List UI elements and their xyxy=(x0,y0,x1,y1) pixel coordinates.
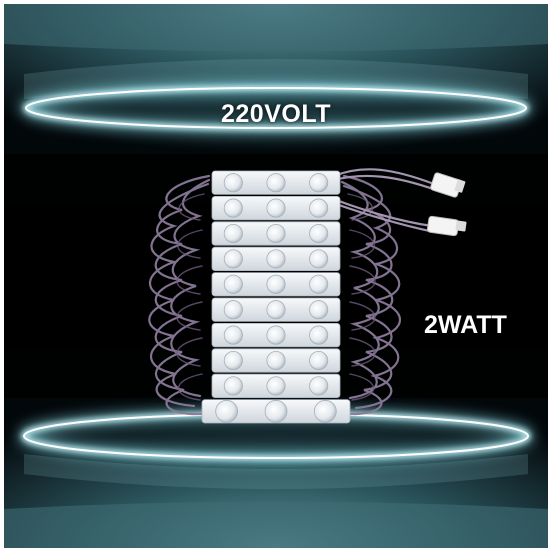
led-lens xyxy=(309,376,329,396)
wattage-label: 2WATT xyxy=(424,311,507,339)
led-lens xyxy=(266,173,286,193)
led-lens xyxy=(223,249,243,269)
wire-bundle xyxy=(148,168,438,416)
plug-connector-top xyxy=(430,172,466,198)
led-lens xyxy=(266,198,286,218)
plug-connector-bottom xyxy=(426,215,467,237)
led-lens xyxy=(309,173,329,193)
led-module xyxy=(211,246,341,271)
led-lens xyxy=(223,274,243,294)
led-lens xyxy=(266,223,286,244)
led-lens xyxy=(223,350,243,371)
led-module xyxy=(211,170,341,195)
led-module xyxy=(211,272,341,297)
led-module xyxy=(211,195,341,221)
led-module-stack xyxy=(201,170,351,424)
led-lens xyxy=(215,399,239,423)
led-lens xyxy=(309,274,329,294)
led-lens xyxy=(266,376,286,396)
led-lens xyxy=(266,274,286,294)
led-module xyxy=(211,373,341,399)
led-lens xyxy=(309,223,329,244)
led-lens xyxy=(266,249,286,269)
led-lens xyxy=(223,325,243,345)
led-lens xyxy=(223,198,243,218)
led-lens xyxy=(223,223,243,244)
led-lens xyxy=(223,173,243,193)
led-module xyxy=(211,322,341,348)
led-lens xyxy=(266,325,286,345)
led-lens xyxy=(309,300,329,320)
led-lens xyxy=(264,399,288,423)
top-neon-ring xyxy=(21,83,531,133)
led-module xyxy=(211,348,341,373)
led-lens xyxy=(309,198,329,218)
led-lens xyxy=(266,350,286,371)
led-module-scene xyxy=(4,4,548,548)
led-module xyxy=(211,297,341,322)
led-lens xyxy=(223,300,243,320)
voltage-label: 220VOLT xyxy=(220,100,332,128)
led-lens xyxy=(223,376,243,396)
led-lens xyxy=(309,350,329,371)
led-lens xyxy=(266,300,286,320)
led-lens xyxy=(313,399,337,423)
led-module xyxy=(201,399,351,424)
led-lens xyxy=(309,249,329,269)
led-module xyxy=(211,221,341,246)
led-lens xyxy=(309,325,329,345)
product-image-frame: 220VOLT 2WATT xyxy=(4,4,548,548)
